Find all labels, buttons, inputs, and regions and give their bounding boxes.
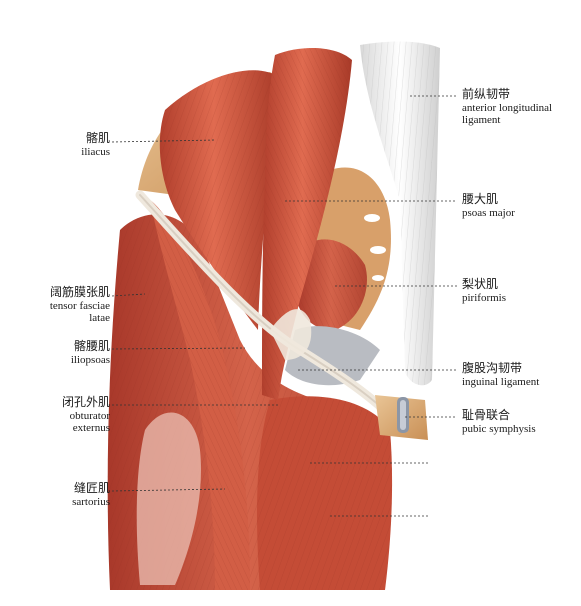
sacral-foramen-1: [364, 214, 380, 222]
leader-lines: [111, 95, 457, 517]
label-psoas-major: 腰大肌 psoas major: [462, 192, 515, 219]
label-sartorius: 缝匠肌 sartorius: [72, 481, 110, 508]
label-iliopsoas: 髂腰肌 iliopsoas: [70, 339, 110, 366]
label-iliacus: 髂肌 iliacus: [81, 131, 110, 158]
leader-tensor: [111, 293, 146, 297]
label-obturator-externus: 闭孔外肌 obturator externus: [61, 395, 110, 435]
sacral-foramen-2: [370, 246, 386, 254]
tendon-sheen: [136, 412, 201, 585]
label-tensor-fasciae-latae: 阔筋膜张肌 tensor fasciae latae: [49, 285, 110, 325]
sacral-foramen-3: [372, 275, 384, 281]
label-pubic-symphysis: 耻骨联合 pubic symphysis: [462, 408, 536, 435]
leader-iliacus: [111, 139, 216, 143]
lacunar-fan: [270, 309, 312, 360]
label-inguinal-ligament: 腹股沟韧带 inguinal ligament: [462, 361, 540, 388]
label-piriformis: 梨状肌 piriformis: [462, 277, 506, 304]
label-anterior-longitudinal-ligament: 前纵韧带 anterior longitudinal ligament: [462, 87, 553, 127]
leader-sartorius: [111, 488, 226, 492]
